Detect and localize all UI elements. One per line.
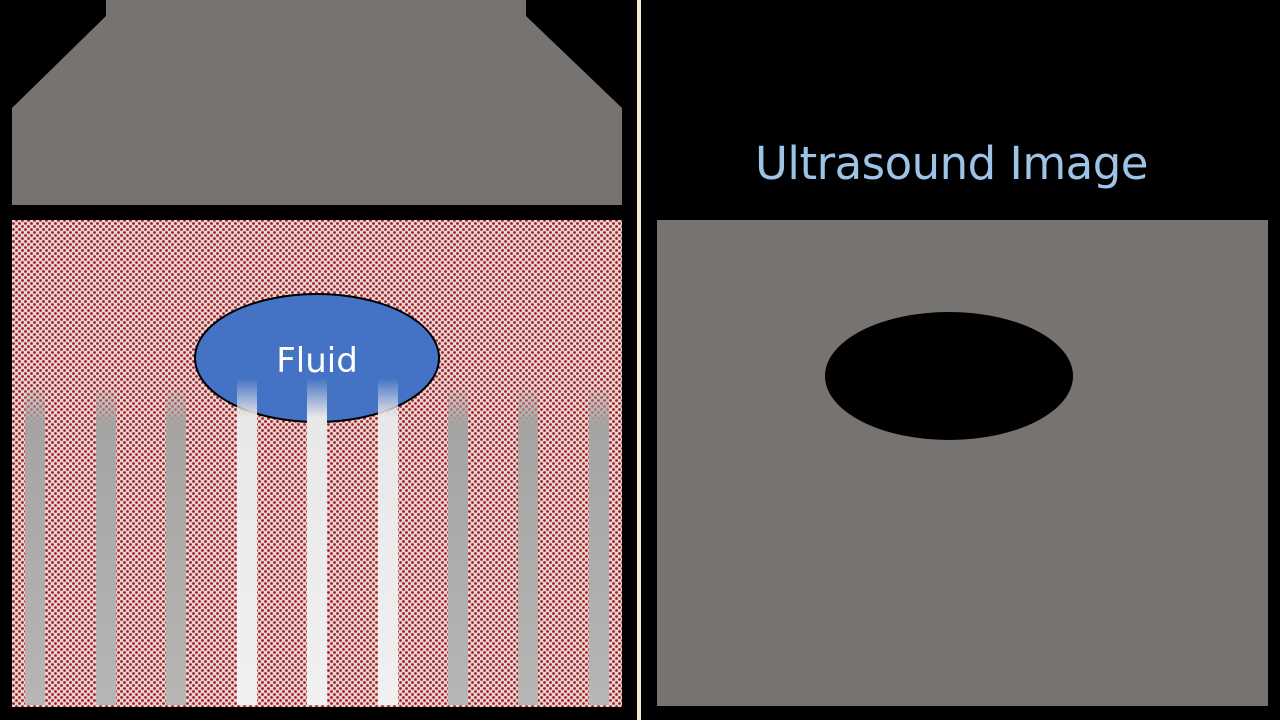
beam — [518, 385, 538, 705]
ultrasound-image-area — [657, 220, 1268, 706]
transducer-probe — [12, 0, 622, 205]
fluid-label: Fluid — [276, 341, 358, 381]
beam — [25, 385, 45, 705]
beam — [448, 385, 468, 705]
beam — [96, 385, 116, 705]
ultrasound-beams — [25, 378, 609, 705]
beam — [378, 378, 398, 705]
panel-divider — [637, 0, 641, 720]
beam — [237, 378, 257, 705]
fluid-echo-dark-ellipse — [825, 312, 1073, 440]
ultrasound-image-title: Ultrasound Image — [755, 137, 1148, 190]
beam — [166, 385, 186, 705]
beam — [307, 378, 327, 705]
beam — [589, 385, 609, 705]
